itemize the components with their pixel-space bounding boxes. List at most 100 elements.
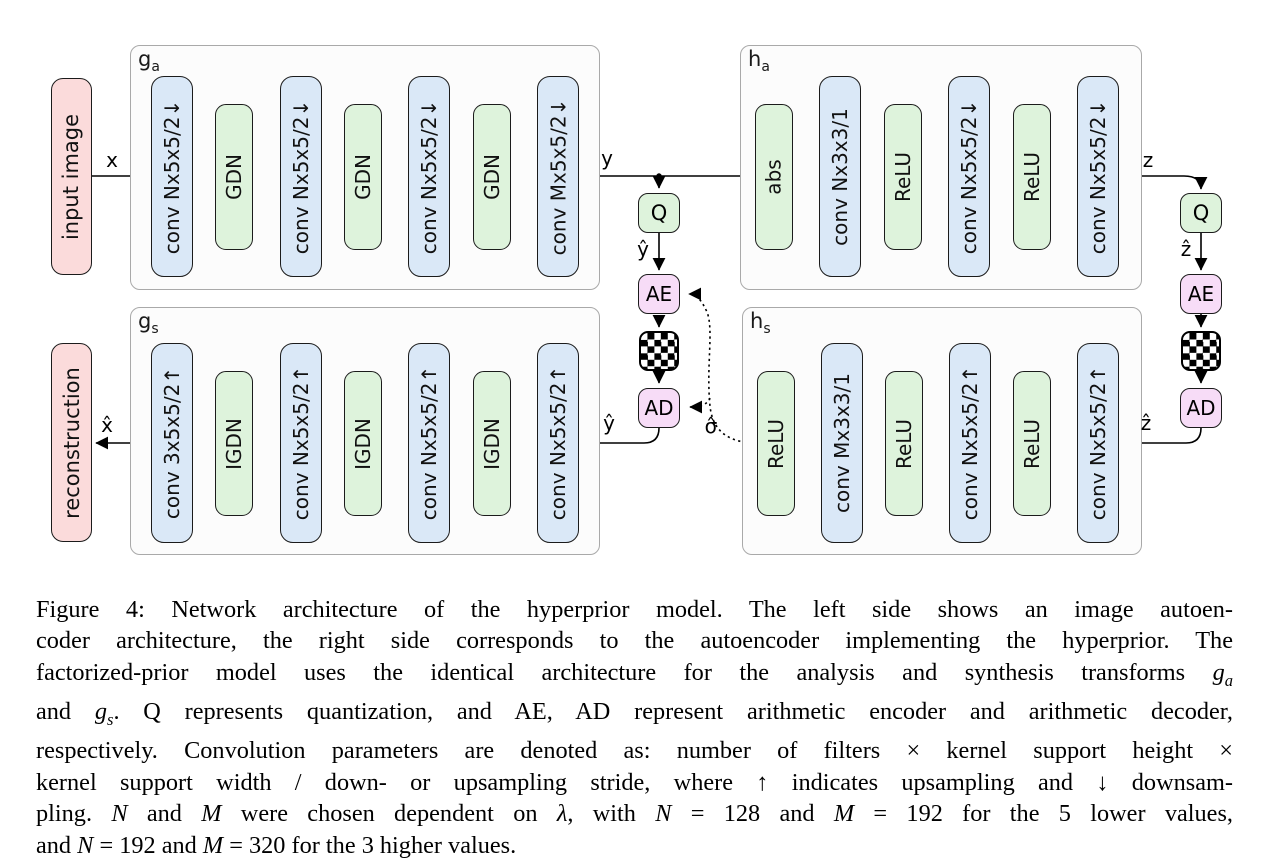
conv-block: conv Nx5x5/2↑ [537,343,579,543]
block-label: GDN [480,154,505,200]
branch-junction-dot [656,173,662,179]
caption-text: gs [94,698,114,729]
block-label: GDN [351,154,376,200]
block-label: GDN [222,154,247,200]
block-label: conv Nx5x5/2↓ [160,99,184,254]
signal-label-x: x [106,148,118,172]
arithmetic-encoder-box-label: AE [1187,282,1215,306]
container-label-gs: gs [138,309,159,338]
signal-label-z: z [1142,148,1154,172]
conv-block: conv Nx5x5/2↓ [948,76,990,277]
caption-segment: and [36,698,95,726]
caption-segment: respectively. Convolution parameters are… [36,737,1233,765]
block-label: ReLU [892,418,916,469]
block-label: conv 3x5x5/2↑ [160,366,185,520]
caption-text: N [655,800,671,827]
container-label-sub: a [761,59,770,76]
dotted-arrow [689,397,711,414]
caption-text: coder architecture, the right side corre… [36,627,1233,654]
caption-text: kernel support width / down- or upsampli… [36,769,1233,796]
caption-segment: pling. [36,800,112,828]
block-label: conv Nx5x5/2↑ [546,365,570,521]
caption-text: = 320 for the 3 higher values. [223,832,516,859]
container-label-sub: a [151,59,160,76]
activation-block: IGDN [215,371,253,516]
caption-text: and [128,800,202,827]
conv-block: conv Nx5x5/2↓ [408,76,450,277]
block-label: ReLU [1020,418,1044,469]
block-label: conv Nx5x5/2↑ [417,365,441,521]
caption-line: factorized-prior model uses the identica… [36,657,1233,696]
arithmetic-decoder-box: AD [1180,388,1222,428]
block-label: conv Nx5x5/2↓ [289,99,313,254]
activation-block: ReLU [885,371,923,516]
caption-segment: = 192 and [93,831,203,859]
conv-block: conv Mx3x3/1 [821,343,863,543]
block-label: conv Nx5x5/2↑ [1086,365,1110,521]
caption-text: = 192 for the 5 lower values, [854,800,1233,827]
caption-segment: M [201,800,222,828]
block-label: IGDN [222,417,247,470]
caption-text: Figure 4: Network architecture of the hy… [36,596,1233,623]
bitstream-checkerboard-icon [639,331,679,371]
activation-block: ReLU [1013,371,1051,516]
signal-label-sigma-hat: σ̂ [704,414,718,438]
block-label: conv Mx3x3/1 [830,373,855,513]
conv-block: conv Nx5x5/2↓ [1077,76,1119,277]
arithmetic-decoder-box-label: AD [1186,396,1216,420]
conv-block: conv Nx5x5/2↑ [1077,343,1119,543]
caption-line: coder architecture, the right side corre… [36,625,1233,656]
caption-segment: N [655,800,672,828]
caption-text: factorized-prior model uses the identica… [36,659,1213,686]
block-label: conv Nx5x5/2↓ [417,99,441,254]
activation-block: GDN [344,104,382,250]
container-label-main: h [748,47,762,71]
conv-block: conv Nx3x3/1 [819,76,861,277]
container-label-main: g [138,309,152,333]
quantizer-box-label: Q [650,201,668,225]
block-label: conv Nx5x5/2↓ [1086,99,1110,254]
caption-text: λ [557,800,568,827]
container-label-sub: s [151,321,159,338]
caption-line: and gs. Q represents quantization, and A… [36,696,1233,735]
quantizer-box: Q [638,193,680,233]
caption-segment: kernel support width / down- or upsampli… [36,768,1233,796]
caption-segment: and [36,831,78,859]
io-box-recon: reconstruction [51,343,92,542]
arrow [582,427,660,450]
caption-text: , with [567,800,655,827]
arrow [1119,175,1208,190]
container-label-ga: ga [138,47,160,76]
caption-line: kernel support width / down- or upsampli… [36,767,1233,798]
caption-segment: g [94,698,108,726]
caption-text: M [201,800,221,827]
activation-block: ReLU [757,371,795,516]
caption-text: respectively. Convolution parameters are… [36,737,1233,764]
bitstream-checkerboard-icon [1181,331,1221,371]
conv-block: conv 3x5x5/2↑ [151,343,193,543]
signal-label-z-hat-bottom: ẑ [1140,411,1152,435]
container-label-hs: hs [750,311,771,337]
signal-label-y: y [601,146,613,170]
io-box-input: input image [51,78,92,275]
caption-segment: g [1212,658,1225,686]
caption-segment: = 128 and [671,800,834,828]
signal-label-y-hat-top: ŷ [637,237,649,261]
activation-block: IGDN [344,371,382,516]
conv-block: conv Mx5x5/2↓ [537,76,579,277]
quantizer-box: Q [1180,193,1222,233]
signal-label-x-hat: x̂ [101,413,113,437]
caption-segment: . Q represents quantization, and AE, AD … [113,698,1233,726]
block-label: conv Mx5x5/2↓ [546,98,571,255]
caption-segment: N [111,800,128,828]
caption-segment: λ [556,800,568,828]
block-label: IGDN [351,417,376,470]
container-label-main: g [138,47,152,71]
block-label: conv Nx5x5/2↑ [958,365,982,521]
caption-text: N [111,800,127,827]
caption-text: M [834,800,854,827]
block-label: ReLU [891,151,915,203]
activation-block: abs [755,104,793,250]
caption-segment: M [202,831,224,859]
